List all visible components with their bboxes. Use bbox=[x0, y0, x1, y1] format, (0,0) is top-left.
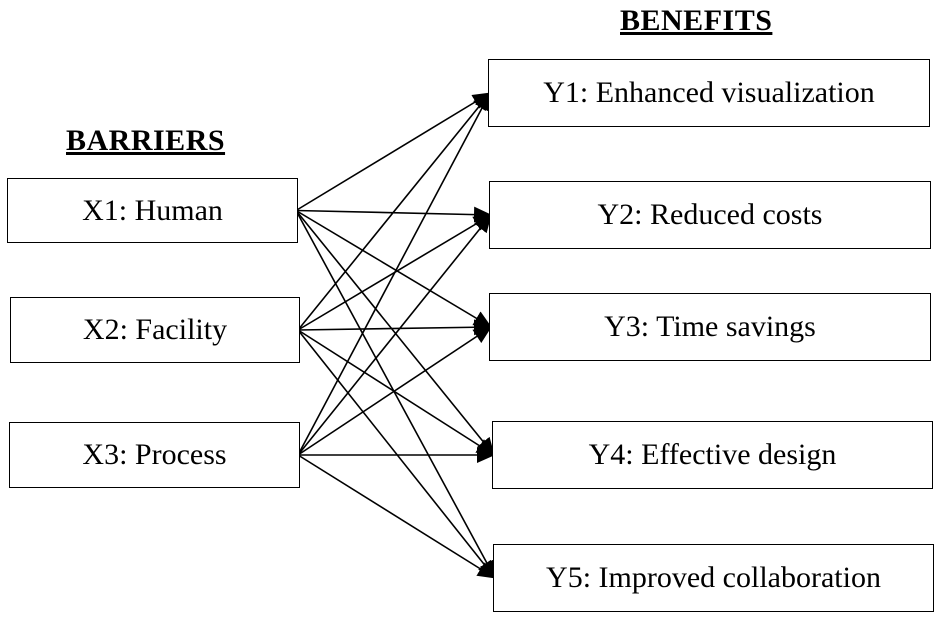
benefit-box-y2: Y2: Reduced costs bbox=[489, 181, 931, 249]
benefit-label: Y4: Effective design bbox=[588, 438, 837, 471]
barrier-label: X3: Process bbox=[82, 438, 227, 471]
benefit-label: Y1: Enhanced visualization bbox=[543, 76, 875, 109]
barriers-heading: BARRIERS bbox=[66, 124, 226, 157]
arrow-x3-y5 bbox=[297, 454, 496, 579]
benefit-box-y4: Y4: Effective design bbox=[492, 421, 933, 489]
benefit-box-y3: Y3: Time savings bbox=[489, 293, 931, 361]
arrow-x3-y1 bbox=[297, 92, 491, 456]
barrier-label: X1: Human bbox=[82, 193, 223, 227]
barrier-label: X2: Facility bbox=[82, 313, 228, 346]
benefit-box-y5: Y5: Improved collaboration bbox=[493, 544, 934, 612]
benefit-label: Y3: Time savings bbox=[604, 310, 816, 343]
arrow-x1-y3 bbox=[295, 209, 492, 328]
arrow-x1-y1 bbox=[295, 92, 491, 212]
benefit-label: Y5: Improved collaboration bbox=[546, 561, 881, 594]
benefit-box-y1: Y1: Enhanced visualization bbox=[488, 59, 930, 127]
barrier-box-x3: X3: Process bbox=[9, 422, 300, 488]
benefits-heading: BENEFITS bbox=[620, 4, 773, 37]
arrow-x2-y1 bbox=[297, 92, 491, 331]
arrow-x1-y4 bbox=[295, 209, 495, 456]
arrow-x2-y4 bbox=[297, 329, 495, 456]
barrier-box-x2: X2: Facility bbox=[10, 297, 300, 363]
benefit-label: Y2: Reduced costs bbox=[597, 198, 823, 231]
barrier-box-x1: X1: Human bbox=[7, 178, 298, 243]
arrow-x1-y5 bbox=[295, 210, 496, 579]
arrow-x3-y3 bbox=[297, 326, 492, 456]
arrow-x2-y3 bbox=[297, 319, 492, 336]
arrow-x2-y5 bbox=[297, 329, 496, 579]
arrow-x3-y2 bbox=[297, 214, 492, 456]
